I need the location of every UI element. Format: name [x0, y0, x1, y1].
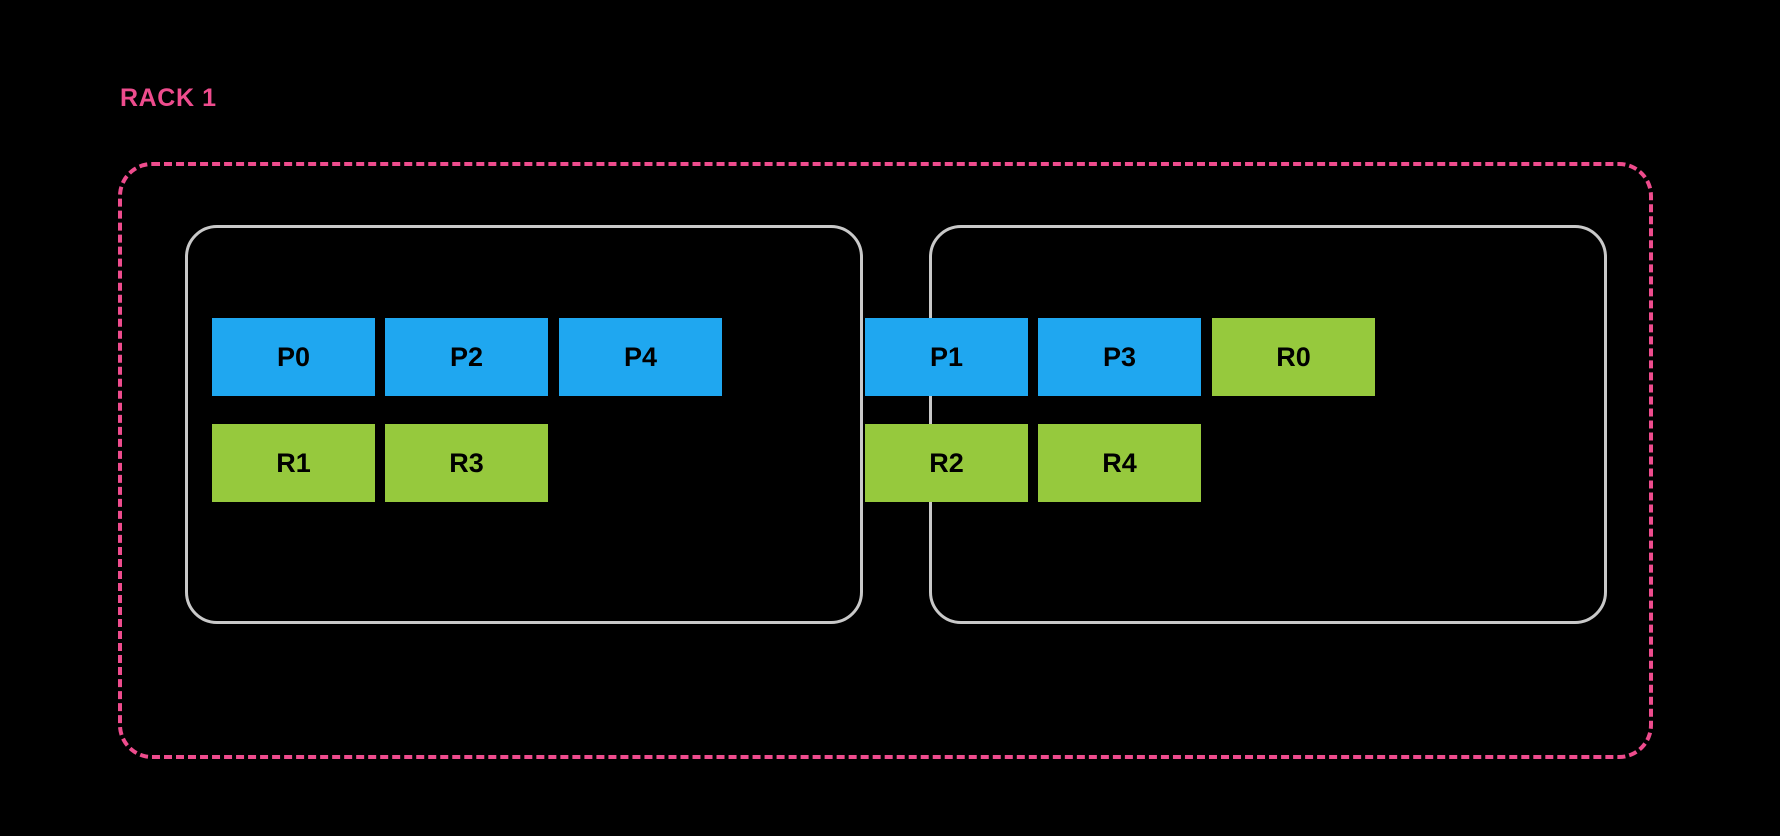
- shard-primary-p1: P1: [865, 318, 1028, 396]
- shard-replica-r2: R2: [865, 424, 1028, 502]
- shard-primary-p3: P3: [1038, 318, 1201, 396]
- node-panel-left: [185, 225, 863, 624]
- rack-label: RACK 1: [120, 84, 217, 112]
- shard-primary-p0: P0: [212, 318, 375, 396]
- rack-boundary: [118, 162, 1653, 759]
- shard-replica-r3: R3: [385, 424, 548, 502]
- shard-replica-r4: R4: [1038, 424, 1201, 502]
- shard-replica-r0: R0: [1212, 318, 1375, 396]
- node-panel-right: [929, 225, 1607, 624]
- shard-replica-r1: R1: [212, 424, 375, 502]
- shard-primary-p4: P4: [559, 318, 722, 396]
- shard-primary-p2: P2: [385, 318, 548, 396]
